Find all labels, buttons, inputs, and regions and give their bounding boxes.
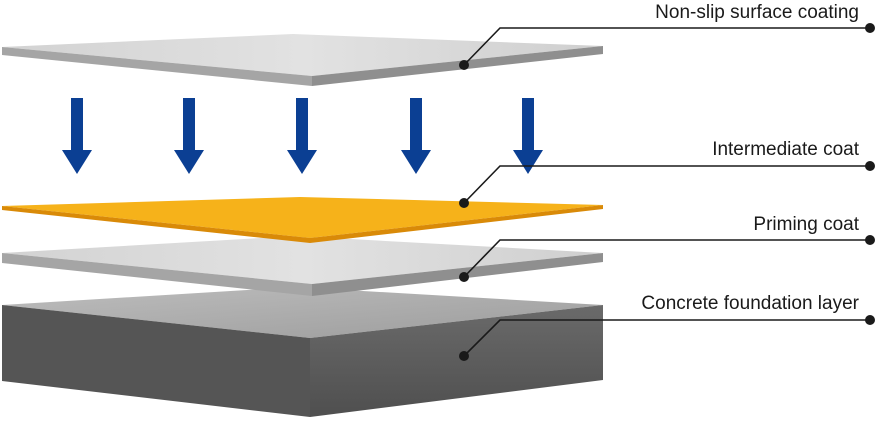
intermediate-coat-layer [2,197,603,243]
priming-coat-top [2,236,603,284]
surface-coating-left-edge [2,47,312,86]
leader-surface [463,27,870,66]
leader-dot [865,161,875,171]
leader-dot [459,198,469,208]
label-priming-coat: Priming coat [753,214,859,235]
concrete-left-face [2,305,310,417]
concrete-front-face [310,305,603,417]
leader-intermediate [463,165,870,204]
down-arrow-icon [174,98,204,174]
priming-coat-right-edge [312,253,603,296]
leader-dots [459,23,875,361]
label-intermediate-coat: Intermediate coat [712,139,859,160]
label-surface-coating: Non-slip surface coating [655,2,859,23]
surface-coating-top [2,34,603,76]
leader-dot [459,272,469,282]
leader-dot [865,235,875,245]
down-arrow-icon [62,98,92,174]
surface-coating-right-edge [312,46,603,86]
surface-coating-layer [2,34,603,86]
label-concrete-foundation: Concrete foundation layer [641,293,859,314]
arrows-group [62,98,543,174]
priming-coat-left-edge [2,253,312,296]
concrete-top-face [2,287,603,338]
intermediate-coat-top [2,197,603,238]
leader-lines [463,27,870,357]
priming-coat-layer [2,236,603,296]
down-arrow-icon [287,98,317,174]
leader-dot [865,315,875,325]
leader-foundation [463,319,870,357]
leader-dot [459,60,469,70]
concrete-foundation-layer [2,287,603,417]
down-arrow-icon [513,98,543,174]
down-arrow-icon [401,98,431,174]
leader-dot [459,351,469,361]
leader-dot [865,23,875,33]
leader-priming [463,239,870,278]
